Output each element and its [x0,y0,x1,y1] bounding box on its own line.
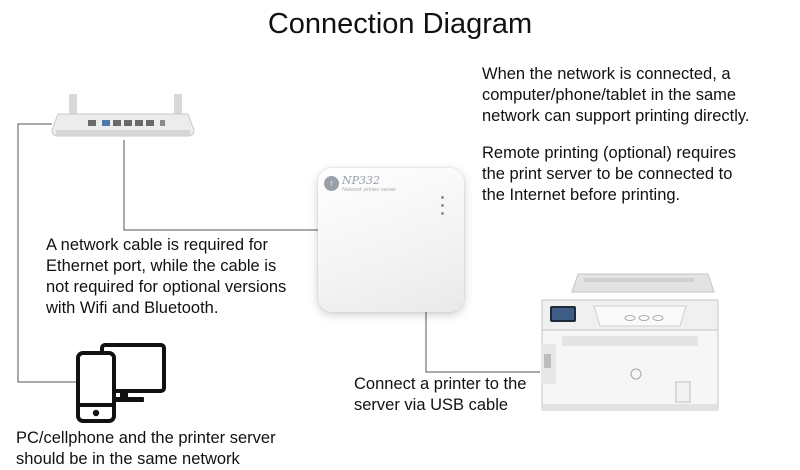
server-printer-line [425,312,540,373]
router-device-line [17,123,76,383]
server-led-2 [441,204,444,207]
server-logo-icon: ↑ [324,176,339,191]
network-info-text: When the network is connected, a compute… [482,65,750,125]
ethernet-info-text: A network cable is required for Ethernet… [46,236,287,317]
server-subtitle-label: Network printer server [342,187,397,193]
remote-info-text: Remote printing (optional) requires the … [482,144,737,204]
server-model-label: NP332 [342,174,381,187]
router-server-line [123,140,318,231]
server-led-1 [441,196,444,199]
usb-info-text: Connect a printer to the server via USB … [354,375,527,414]
pc-and-phone-icon [76,343,166,423]
router-icon [51,94,195,137]
printer-icon [541,273,719,411]
print-server-device: ↑ NP332 Network printer server [318,168,464,312]
server-led-3 [441,212,444,215]
same-network-info-text: PC/cellphone and the printer server shou… [16,429,276,468]
diagram-title: Connection Diagram [267,8,533,40]
